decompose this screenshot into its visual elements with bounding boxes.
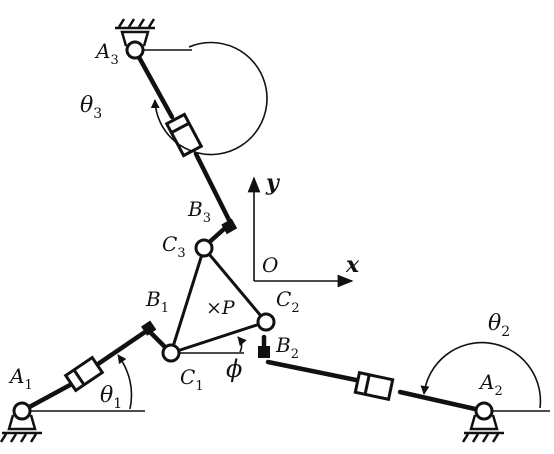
label-b1: B1 bbox=[145, 287, 169, 316]
label-a3: A3 bbox=[94, 39, 119, 68]
label-x-axis: x bbox=[345, 252, 360, 278]
label-phi: ϕ bbox=[226, 355, 242, 383]
leg-1-prismatic-joint bbox=[63, 355, 105, 393]
leg-2-lower-link bbox=[397, 389, 487, 414]
label-b3: B3 bbox=[187, 197, 211, 226]
label-p: ×P bbox=[206, 297, 236, 319]
label-c3: C3 bbox=[162, 232, 186, 261]
label-theta2: θ2 bbox=[488, 311, 510, 340]
leg-2-prismatic-joint bbox=[353, 370, 395, 402]
leg-1-theta-arc bbox=[117, 354, 133, 410]
leg-3-lower-link bbox=[193, 151, 233, 225]
ground-support-a1 bbox=[0, 414, 42, 443]
joint-c2 bbox=[256, 312, 276, 332]
leg-3-upper-link bbox=[132, 47, 175, 120]
label-c2: C2 bbox=[276, 287, 300, 316]
joint-c1 bbox=[161, 343, 181, 363]
label-theta1: θ1 bbox=[100, 383, 122, 412]
label-a2: A2 bbox=[478, 370, 503, 399]
label-c1: C1 bbox=[180, 365, 204, 394]
joint-a2 bbox=[474, 401, 494, 421]
label-a1: A1 bbox=[8, 364, 33, 393]
leg-3-theta-arc bbox=[150, 41, 268, 156]
joint-a3 bbox=[125, 40, 145, 60]
leg-2-upper-link bbox=[265, 359, 359, 383]
leg-1 bbox=[19, 320, 173, 414]
joint-a1 bbox=[12, 401, 32, 421]
leg-2-theta-arc bbox=[420, 341, 542, 409]
joint-c3 bbox=[194, 238, 214, 258]
leg-3-prismatic-joint bbox=[164, 112, 204, 158]
label-origin: O bbox=[262, 253, 278, 277]
ground-support-a2 bbox=[461, 414, 504, 443]
label-b2: B2 bbox=[275, 333, 299, 362]
leg-2 bbox=[258, 334, 550, 414]
leg-1-upper-link bbox=[95, 327, 151, 367]
ground-support-a3 bbox=[115, 18, 156, 47]
label-y-axis: y bbox=[265, 170, 281, 196]
coordinate-frame bbox=[247, 176, 354, 288]
platform-triangle bbox=[169, 246, 268, 355]
moving-platform bbox=[169, 246, 268, 355]
leg-3 bbox=[132, 41, 268, 249]
label-theta3: θ3 bbox=[80, 93, 102, 122]
phi-arc bbox=[237, 336, 247, 353]
